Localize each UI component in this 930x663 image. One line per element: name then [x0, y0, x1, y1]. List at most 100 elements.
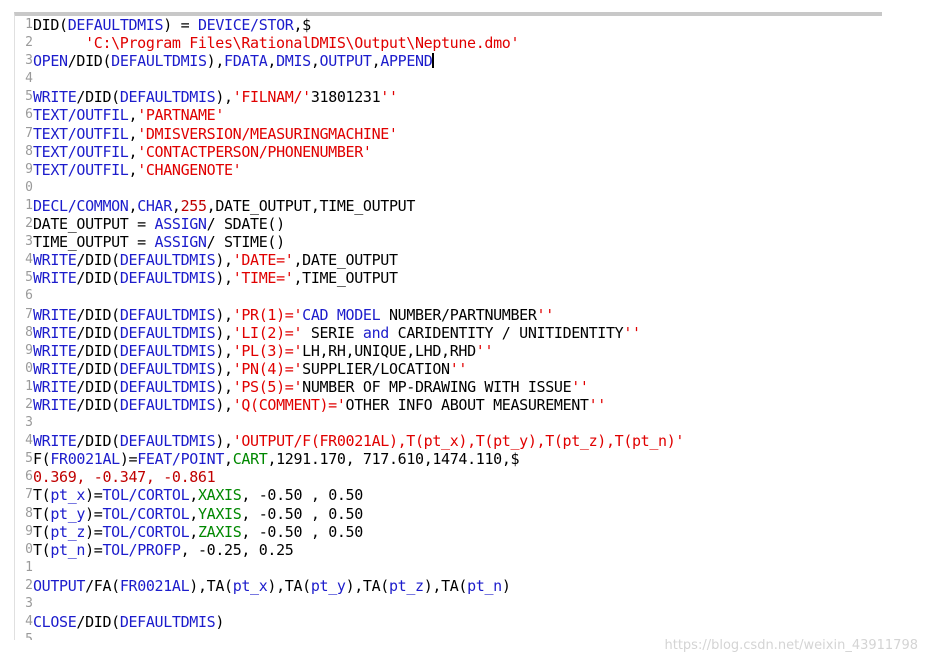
code-token: '': [588, 395, 607, 414]
code-text: WRITE/DID(DEFAULTDMIS),'TIME=',TIME_OUTP…: [33, 269, 398, 287]
code-token: )=: [85, 504, 103, 523]
code-line[interactable]: 4: [15, 70, 882, 88]
code-line[interactable]: 9TEXT/OUTFIL,'CHANGENOTE': [15, 161, 882, 179]
code-token: 0.369, -0.347, -0.861: [33, 468, 216, 487]
code-token: DEFAULTDMIS: [67, 16, 164, 34]
line-number: 5: [25, 270, 33, 286]
code-line[interactable]: 1: [15, 559, 882, 577]
code-token: ),: [215, 323, 233, 342]
code-text: DECL/COMMON,CHAR,255,DATE_OUTPUT,TIME_OU…: [33, 197, 415, 215]
code-line[interactable]: 7TEXT/OUTFIL,'DMISVERSION/MEASURINGMACHI…: [15, 125, 882, 143]
code-token: FR0021AL: [50, 450, 120, 469]
code-line[interactable]: 3TIME_OUTPUT = ASSIGN/ STIME(): [15, 233, 882, 251]
code-text: 0.369, -0.347, -0.861: [33, 468, 216, 487]
code-token: 'OUTPUT/F(FR0021AL),T(pt_x),T(pt_y),T(pt…: [232, 432, 685, 451]
code-token: WRITE: [33, 395, 77, 414]
code-line[interactable]: 3OPEN/DID(DEFAULTDMIS),FDATA,DMIS,OUTPUT…: [15, 52, 882, 70]
code-line[interactable]: 1WRITE/DID(DEFAULTDMIS),'PS(5)='NUMBER O…: [15, 378, 882, 396]
code-token: TIME_OUTPUT =: [33, 233, 155, 252]
code-line[interactable]: 9T(pt_z)=TOL/CORTOL,ZAXIS, -0.50 , 0.50: [15, 523, 882, 541]
code-line[interactable]: 3: [15, 414, 882, 432]
code-token: F(: [33, 450, 51, 469]
code-token: ,: [310, 52, 320, 71]
code-token: T(: [33, 486, 51, 505]
code-token: ,: [189, 486, 198, 505]
code-token: FDATA: [224, 52, 268, 71]
code-token: ),: [215, 377, 233, 396]
code-token: /DID(: [76, 251, 120, 270]
code-token: ),: [215, 432, 233, 451]
code-line[interactable]: 2 'C:\Program Files\RationalDMIS\Output\…: [15, 34, 882, 52]
code-line[interactable]: 6: [15, 287, 882, 305]
code-token: pt_x: [50, 486, 86, 505]
code-token: )=: [85, 522, 103, 541]
code-token: DEFAULTDMIS: [119, 613, 216, 632]
code-token: ,: [267, 52, 277, 71]
code-token: 'Q(COMMENT)=': [232, 395, 346, 414]
code-text: CLOSE/DID(DEFAULTDMIS): [33, 613, 224, 631]
line-number: 3: [25, 415, 33, 431]
code-line[interactable]: 4CLOSE/DID(DEFAULTDMIS): [15, 613, 882, 631]
code-line[interactable]: 2WRITE/DID(DEFAULTDMIS),'Q(COMMENT)='OTH…: [15, 396, 882, 414]
code-token: ,: [128, 106, 138, 125]
code-text: F(FR0021AL)=FEAT/POINT,CART,1291.170, 71…: [33, 450, 520, 469]
line-number: 9: [25, 523, 33, 539]
code-line[interactable]: 4WRITE/DID(DEFAULTDMIS),'OUTPUT/F(FR0021…: [15, 432, 882, 450]
code-token: /DID(: [67, 52, 112, 71]
line-number: 0: [25, 179, 33, 195]
code-line[interactable]: 1DECL/COMMON,CHAR,255,DATE_OUTPUT,TIME_O…: [15, 197, 882, 215]
code-token: /DID(: [76, 359, 120, 378]
code-token: ,$: [293, 16, 311, 34]
code-line[interactable]: 7T(pt_x)=TOL/CORTOL,XAXIS, -0.50 , 0.50: [15, 486, 882, 504]
code-line[interactable]: 4WRITE/DID(DEFAULTDMIS),'DATE=',DATE_OUT…: [15, 251, 882, 269]
code-token: ,: [171, 196, 181, 215]
code-line[interactable]: 5F(FR0021AL)=FEAT/POINT,CART,1291.170, 7…: [15, 450, 882, 468]
code-token: ),: [215, 341, 233, 360]
code-line[interactable]: 2DATE_OUTPUT = ASSIGN/ SDATE(): [15, 215, 882, 233]
code-text: WRITE/DID(DEFAULTDMIS),'LI(2)=' SERIE an…: [33, 324, 641, 342]
code-token: /DID(: [76, 613, 120, 632]
code-line[interactable]: 3: [15, 595, 882, 613]
code-token: ,: [128, 160, 138, 179]
code-token: '': [449, 359, 468, 378]
line-number: 2: [25, 216, 33, 232]
code-line[interactable]: 6TEXT/OUTFIL,'PARTNAME': [15, 106, 882, 124]
code-token: T(: [33, 504, 51, 523]
code-editor[interactable]: 1DID(DEFAULTDMIS) = DEVICE/STOR,$2 'C:\P…: [14, 12, 882, 640]
code-token: ,: [189, 504, 198, 523]
code-line[interactable]: 8TEXT/OUTFIL,'CONTACTPERSON/PHONENUMBER': [15, 143, 882, 161]
code-token: /DID(: [76, 88, 120, 107]
code-token: 'DMISVERSION/MEASURINGMACHINE': [137, 124, 398, 143]
code-token: DECL/COMMON: [33, 196, 129, 215]
code-token: CART: [232, 450, 268, 469]
code-line[interactable]: 60.369, -0.347, -0.861: [15, 468, 882, 486]
line-number: 6: [25, 469, 33, 485]
code-line[interactable]: 8T(pt_y)=TOL/CORTOL,YAXIS, -0.50 , 0.50: [15, 505, 882, 523]
code-token: T(: [33, 522, 51, 541]
code-token: DEFAULTDMIS: [119, 359, 216, 378]
code-line[interactable]: 2OUTPUT/FA(FR0021AL),TA(pt_x),TA(pt_y),T…: [15, 577, 882, 595]
code-lines: 1DID(DEFAULTDMIS) = DEVICE/STOR,$2 'C:\P…: [15, 16, 882, 640]
code-token: ),TA(: [189, 576, 233, 595]
code-line[interactable]: 5WRITE/DID(DEFAULTDMIS),'TIME=',TIME_OUT…: [15, 269, 882, 287]
line-number: 9: [25, 342, 33, 358]
code-token: '': [475, 341, 494, 360]
line-number: 7: [25, 487, 33, 503]
line-number: 1: [25, 559, 33, 575]
code-token: XAXIS: [197, 486, 242, 505]
code-line[interactable]: 7WRITE/DID(DEFAULTDMIS),'PR(1)='CAD MODE…: [15, 306, 882, 324]
code-text: 'C:\Program Files\RationalDMIS\Output\Ne…: [33, 34, 519, 52]
code-line[interactable]: 0T(pt_n)=TOL/PROFP, -0.25, 0.25: [15, 541, 882, 559]
code-line[interactable]: 0: [15, 179, 882, 197]
code-token: LH,RH,UNIQUE,LHD,RHD: [302, 341, 476, 360]
code-line[interactable]: 5: [15, 631, 882, 640]
code-token: ),: [215, 251, 233, 270]
code-line[interactable]: 9WRITE/DID(DEFAULTDMIS),'PL(3)='LH,RH,UN…: [15, 342, 882, 360]
code-line[interactable]: 8WRITE/DID(DEFAULTDMIS),'LI(2)=' SERIE a…: [15, 324, 882, 342]
code-line[interactable]: 5WRITE/DID(DEFAULTDMIS),'FILNAM/'3180123…: [15, 88, 882, 106]
code-token: DEFAULTDMIS: [119, 251, 216, 270]
code-line[interactable]: 0WRITE/DID(DEFAULTDMIS),'PN(4)='SUPPLIER…: [15, 360, 882, 378]
code-token: 255: [180, 196, 207, 215]
code-token: ZAXIS: [197, 522, 242, 541]
code-line[interactable]: 1DID(DEFAULTDMIS) = DEVICE/STOR,$: [15, 16, 882, 34]
